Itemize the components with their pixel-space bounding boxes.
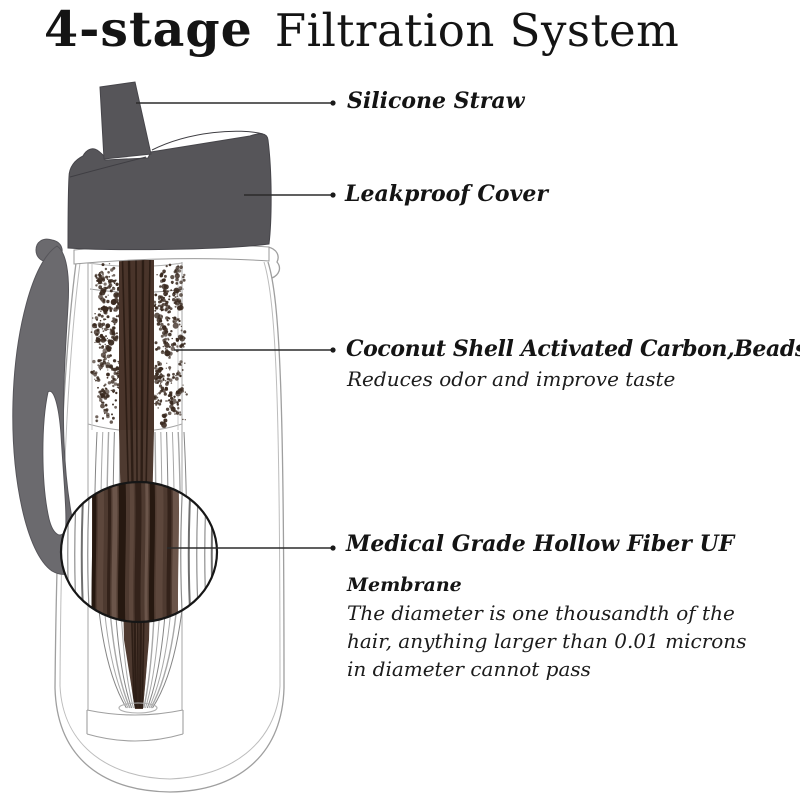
activated-carbon-beads — [90, 263, 188, 428]
magnifier-detail — [59, 480, 219, 624]
label-activated-carbon: Coconut Shell Activated Carbon,Beads — [346, 336, 800, 362]
title-text: Filtration System — [274, 4, 680, 57]
silicone-straw-shape — [99, 81, 152, 160]
title-stage-count: 4-stage — [44, 0, 253, 58]
carry-strap — [12, 238, 82, 575]
label-uf-membrane-line2: Membrane — [347, 574, 462, 596]
label-uf-membrane: Medical Grade Hollow Fiber UF — [346, 531, 735, 557]
label-carbon-benefit: Reduces odor and improve taste — [347, 367, 676, 391]
page-title: 4-stage Filtration System — [44, 0, 679, 58]
label-uf-description: The diameter is one thousandth of the ha… — [347, 601, 747, 681]
callout-lines — [136, 100, 336, 551]
bottle-body — [54, 246, 285, 793]
label-silicone-straw: Silicone Straw — [347, 88, 525, 114]
filter-bottom-cup — [86, 702, 184, 742]
leakproof-cover — [67, 81, 272, 251]
label-leakproof-cover: Leakproof Cover — [345, 181, 548, 207]
